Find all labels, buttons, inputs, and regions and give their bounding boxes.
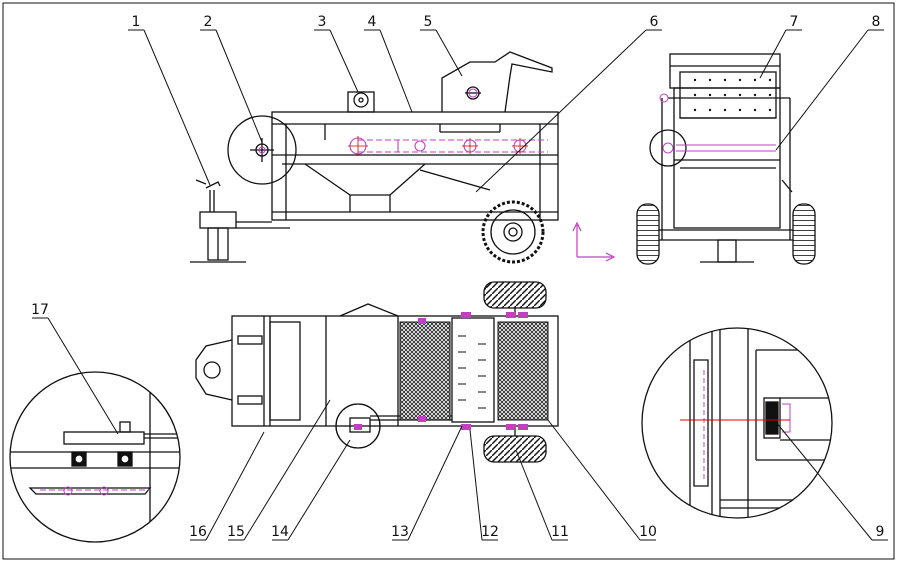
- callout-10: 10: [639, 524, 657, 540]
- callout-13: 13: [391, 524, 409, 540]
- detail-ref-14: [335, 403, 381, 449]
- callout-9: 9: [876, 524, 885, 540]
- callout-11: 11: [551, 524, 569, 540]
- callout-6: 6: [650, 14, 659, 30]
- callout-15: 15: [227, 524, 245, 540]
- front-view: [636, 53, 816, 265]
- axis-symbol: [572, 221, 616, 262]
- detail-circle-right: [641, 327, 833, 519]
- callout-4: 4: [368, 14, 377, 30]
- callout-7: 7: [790, 14, 799, 30]
- callout-leaders: [32, 29, 888, 541]
- callout-3: 3: [318, 14, 327, 30]
- callout-8: 8: [872, 14, 881, 30]
- top-view-drum-teeth: [458, 335, 486, 409]
- callout-1: 1: [132, 14, 141, 30]
- detail-circle-left: [9, 371, 181, 543]
- callout-labels: 1 2 3 4 5 6 7 8 9 10 11 12 13 14 15 16 1…: [31, 14, 884, 540]
- callout-2: 2: [204, 14, 213, 30]
- sieve-right: [497, 321, 549, 421]
- top-view-bolts: [354, 312, 528, 430]
- callout-14: 14: [271, 524, 289, 540]
- callout-17: 17: [31, 302, 49, 318]
- callout-12: 12: [481, 524, 499, 540]
- front-view-details: [693, 78, 772, 112]
- callout-5: 5: [424, 14, 433, 30]
- front-view-drive: [659, 93, 776, 154]
- side-view-centerlines: [348, 136, 528, 156]
- side-view-drive: [258, 88, 548, 155]
- side-view: [190, 51, 559, 264]
- callout-16: 16: [189, 524, 207, 540]
- sieve-left: [399, 321, 451, 421]
